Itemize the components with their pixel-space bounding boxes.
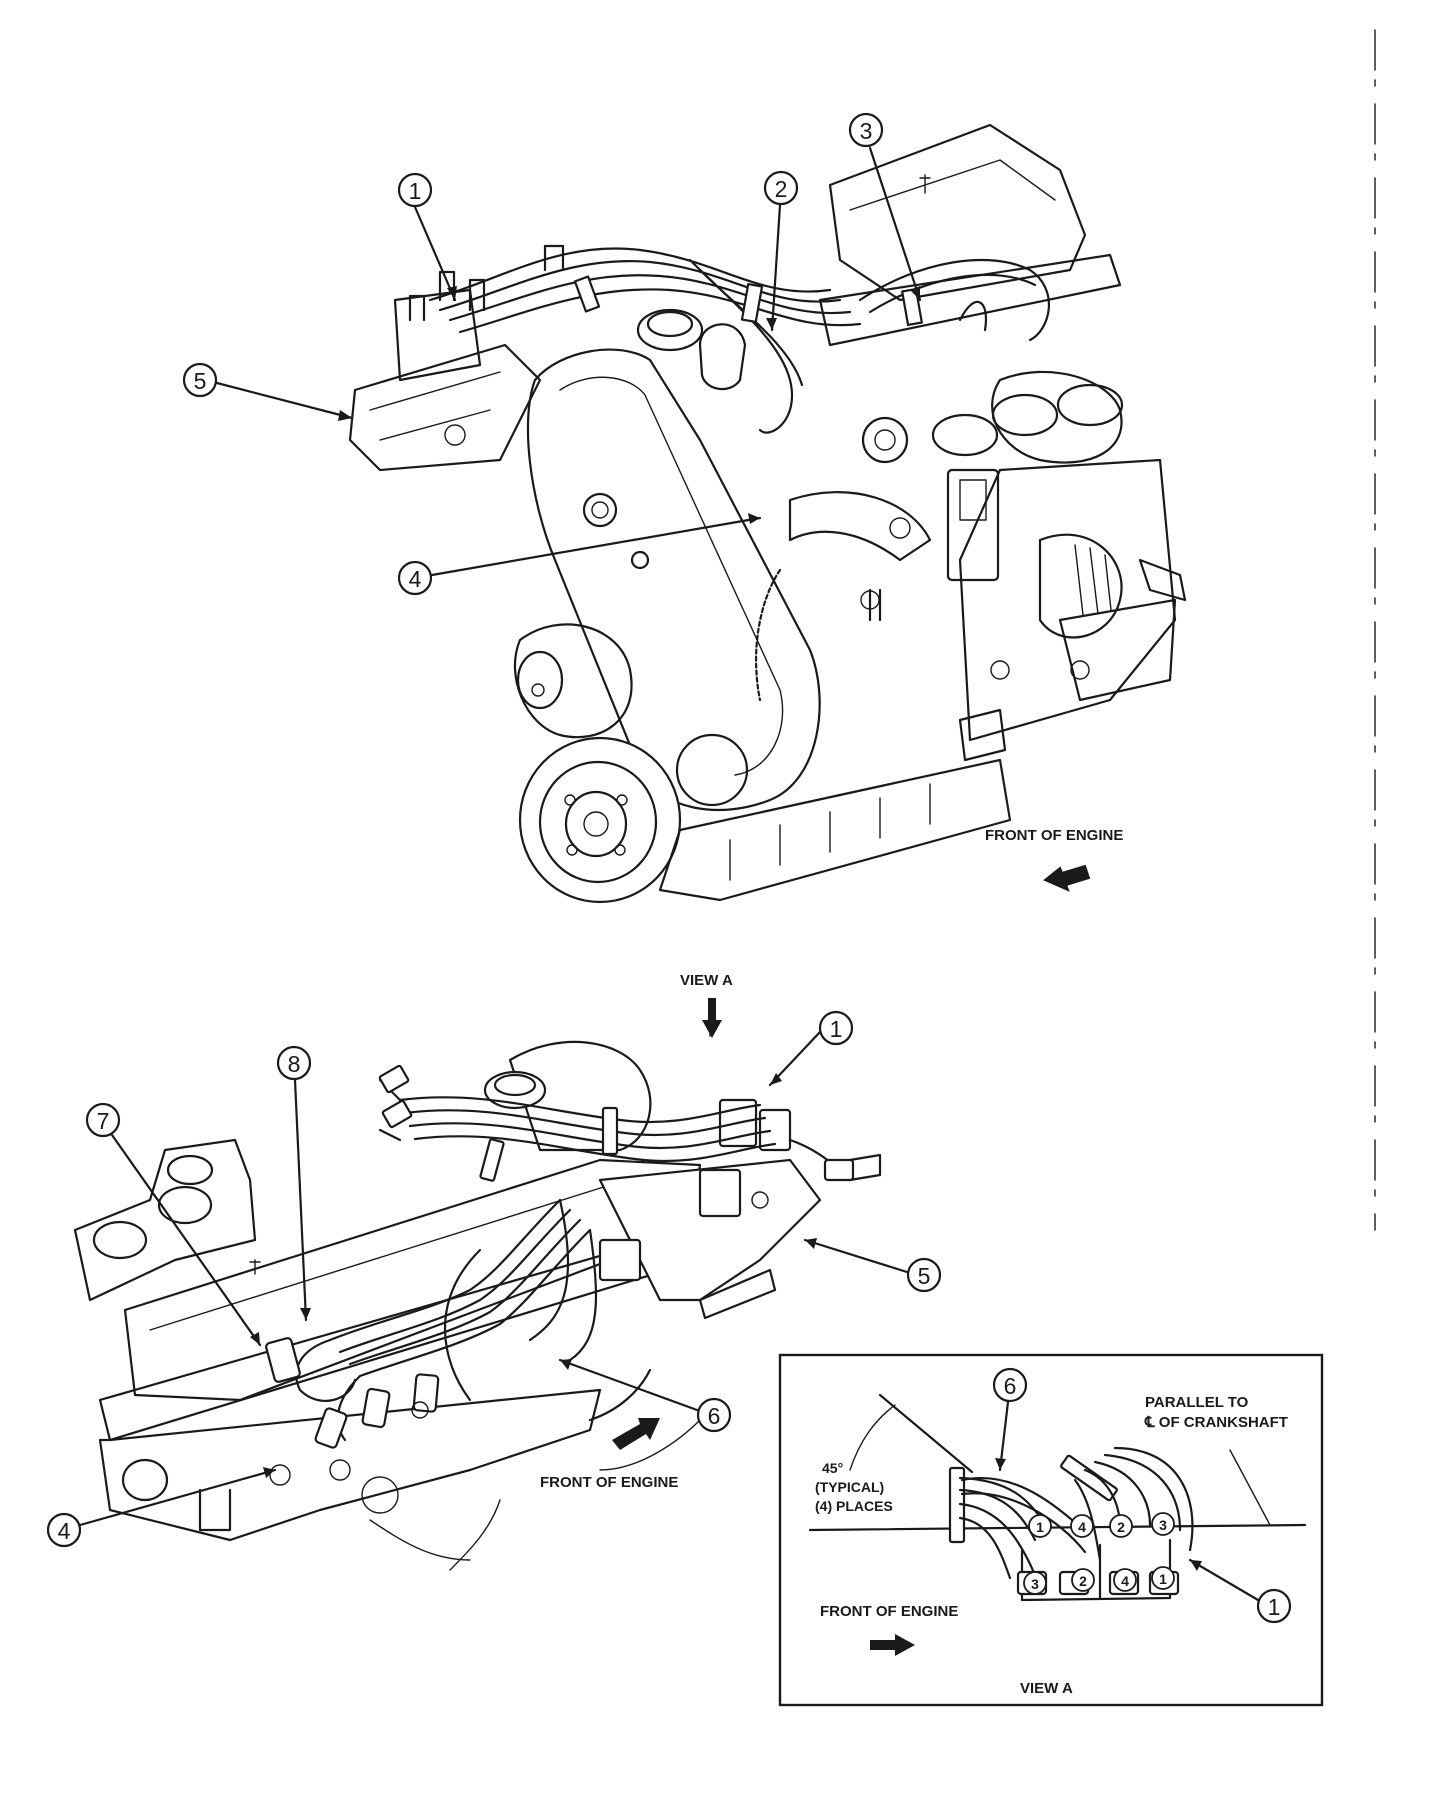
- view-a-wire-number-4-bottom: 4: [1113, 1568, 1137, 1592]
- svg-text:8: 8: [288, 1051, 301, 1077]
- svg-text:7: 7: [97, 1108, 110, 1134]
- upper-front-of-engine-label: FRONT OF ENGINE: [985, 827, 1123, 844]
- upper-callout-3: 3: [848, 112, 922, 302]
- svg-text:5: 5: [194, 368, 207, 394]
- svg-text:2: 2: [1079, 1573, 1087, 1589]
- view-a-wire-number-2-bottom: 2: [1071, 1568, 1095, 1592]
- upper-callout-2: 2: [763, 170, 799, 332]
- svg-text:3: 3: [1031, 1576, 1039, 1592]
- svg-text:2: 2: [1117, 1519, 1125, 1535]
- svg-text:5: 5: [918, 1263, 931, 1289]
- lower-front-arrow: [612, 1418, 660, 1450]
- lower-callout-7: 7: [85, 1102, 262, 1347]
- view-a-arrow: [702, 998, 722, 1038]
- view-a-title: VIEW A: [1020, 1680, 1073, 1697]
- svg-text:6: 6: [1004, 1373, 1017, 1399]
- view-a-wire-number-2-top: 2: [1109, 1514, 1133, 1538]
- view-a-wire-number-1-bottom: 1: [1151, 1566, 1175, 1590]
- lower-callout-4: 4: [46, 1467, 277, 1548]
- view-a-angle-label-line3: (4) PLACES: [815, 1498, 893, 1514]
- view-a-marker-label: VIEW A: [680, 972, 733, 989]
- svg-text:3: 3: [1159, 1517, 1167, 1533]
- view-a-front-of-engine-label: FRONT OF ENGINE: [820, 1603, 958, 1620]
- view-a-front-arrow: [870, 1634, 915, 1656]
- svg-text:6: 6: [708, 1403, 721, 1429]
- svg-text:3: 3: [860, 118, 873, 144]
- svg-text:1: 1: [409, 178, 422, 204]
- upper-callout-5: 5: [182, 362, 354, 421]
- view-a-parallel-label-line2: ℄ OF CRANKSHAFT: [1144, 1414, 1288, 1431]
- view-a-callout-1: 1: [1188, 1558, 1292, 1624]
- view-a-wire-number-1-top: 1: [1028, 1514, 1052, 1538]
- lower-callout-6: 6: [558, 1358, 732, 1433]
- svg-text:1: 1: [1036, 1519, 1044, 1535]
- svg-text:1: 1: [1159, 1571, 1167, 1587]
- lower-callout-5: 5: [803, 1238, 942, 1293]
- svg-text:2: 2: [775, 176, 788, 202]
- view-a-parallel-label-line1: PARALLEL TO: [1145, 1394, 1249, 1411]
- svg-text:1: 1: [830, 1016, 843, 1042]
- view-a-angle-label-line2: (TYPICAL): [815, 1479, 884, 1495]
- view-a-callout-6: 6: [992, 1367, 1028, 1472]
- upper-callout-4: 4: [397, 513, 762, 596]
- svg-text:4: 4: [409, 566, 422, 592]
- lower-callout-1: 1: [768, 1010, 854, 1087]
- view-a-wire-number-3-top: 3: [1151, 1512, 1175, 1536]
- lower-engine-drawing: [73, 1040, 882, 1571]
- upper-front-arrow: [1043, 864, 1091, 892]
- upper-engine-drawing: [348, 123, 1187, 904]
- svg-text:4: 4: [1078, 1519, 1086, 1535]
- view-a-wire-number-4-top: 4: [1070, 1514, 1094, 1538]
- upper-callout-1: 1: [397, 172, 457, 302]
- lower-callout-8: 8: [276, 1045, 312, 1322]
- svg-text:4: 4: [1121, 1573, 1129, 1589]
- svg-text:1: 1: [1268, 1594, 1281, 1620]
- lower-front-of-engine-label: FRONT OF ENGINE: [540, 1474, 678, 1491]
- view-a-angle-label-line1: 45°: [822, 1460, 843, 1476]
- view-a-wire-number-3-bottom: 3: [1023, 1571, 1047, 1595]
- svg-text:4: 4: [58, 1518, 71, 1544]
